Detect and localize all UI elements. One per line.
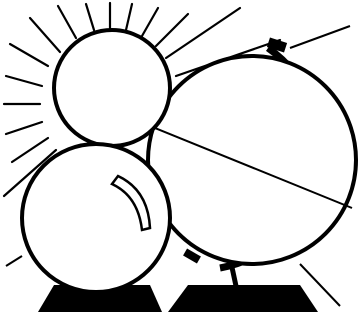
sun-ray: [6, 76, 42, 86]
ground-ray: [6, 256, 22, 266]
sun-ray: [6, 122, 42, 134]
globe-sphere: [148, 56, 356, 264]
globe-base: [168, 285, 318, 312]
sun-ray: [86, 4, 94, 30]
sun-ray: [12, 138, 48, 162]
sun-ray: [30, 18, 60, 52]
sun-ray: [156, 14, 188, 46]
globe-top-ray: [290, 26, 350, 48]
sun-ray: [142, 8, 158, 36]
sun-circle: [54, 30, 170, 146]
sun-ray: [126, 4, 132, 30]
sun-ray: [10, 44, 48, 66]
sun-ray: [166, 8, 240, 58]
sun-ray: [58, 6, 76, 38]
